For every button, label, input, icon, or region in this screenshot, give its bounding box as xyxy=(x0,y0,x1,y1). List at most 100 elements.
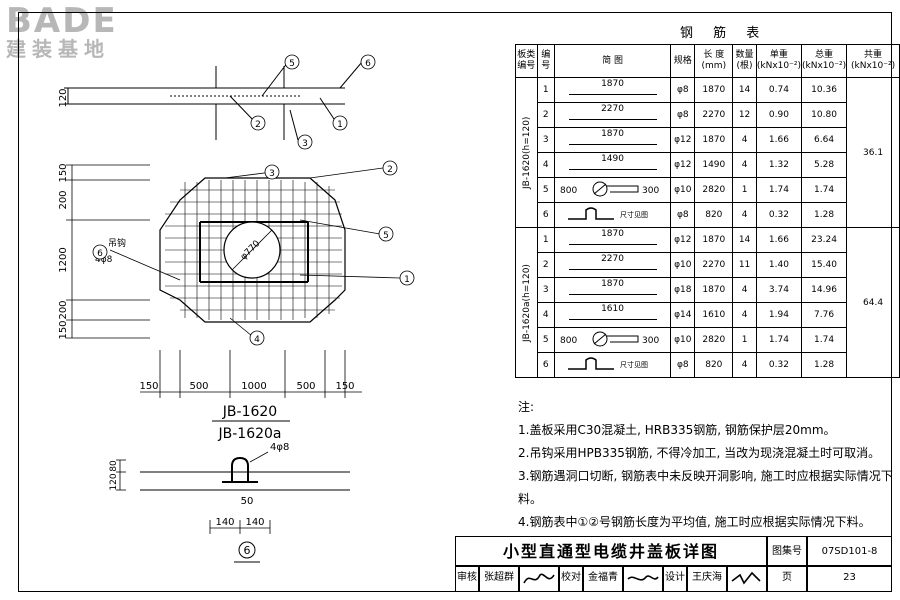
svg-text:5: 5 xyxy=(383,231,389,241)
hook-bar-sketch: 800 300 xyxy=(560,181,659,196)
designer-signature xyxy=(727,566,767,592)
page-number: 23 xyxy=(807,566,892,592)
svg-text:3: 3 xyxy=(302,139,308,149)
watermark-logo: BADE 建装基地 xyxy=(6,4,118,60)
group-sum-1: 36.1 xyxy=(846,77,900,228)
callout-1: 1 xyxy=(332,115,348,131)
logo-subtext: 建装基地 xyxy=(6,37,110,61)
svg-text:6: 6 xyxy=(365,59,371,69)
detail-dim-80: 80 xyxy=(109,460,119,472)
svg-text:尺寸见图: 尺寸见图 xyxy=(620,360,648,369)
left-dim-2: 200 xyxy=(58,190,69,209)
hook-label: 吊钩 xyxy=(108,237,126,249)
header-length: 长 度(mm) xyxy=(694,44,734,78)
notes-section: 注: 1.盖板采用C30混凝土, HRB335钢筋, 钢筋保护层20mm。 2.… xyxy=(518,396,900,534)
bottom-dimension-chain xyxy=(140,350,362,398)
callout-6: 6 xyxy=(360,54,376,70)
section-dim: 120 xyxy=(58,88,69,107)
svg-text:1: 1 xyxy=(337,120,343,130)
header-total-weight: 总重(kNx10⁻²) xyxy=(800,44,848,78)
atlas-label: 图集号 xyxy=(767,536,807,566)
header-count: 数量(根) xyxy=(732,44,757,78)
callout-plan-6: 6 xyxy=(92,244,108,260)
logo-text: BADE xyxy=(6,1,118,41)
drawing-title: 小型直通型电缆井盖板详图 xyxy=(455,536,767,566)
svg-text:300: 300 xyxy=(642,336,659,346)
section-view xyxy=(64,61,363,141)
hook-detail xyxy=(116,451,350,534)
svg-text:6: 6 xyxy=(244,544,251,557)
svg-text:800: 800 xyxy=(560,336,577,346)
header-sum-weight: 共重(kNx10⁻²) xyxy=(846,44,900,78)
header-sketch: 简 图 xyxy=(553,44,672,78)
header-no: 编号 xyxy=(536,44,555,78)
svg-text:800: 800 xyxy=(560,186,577,196)
note-item: 1.盖板采用C30混凝土, HRB335钢筋, 钢筋保护层20mm。 xyxy=(518,423,836,437)
designer-name: 王庆海 xyxy=(687,566,727,592)
atlas-number: 07SD101-8 xyxy=(807,536,892,566)
review-label: 审核 xyxy=(455,566,479,592)
notes-heading: 注: xyxy=(518,400,535,414)
svg-text:5: 5 xyxy=(289,59,295,69)
lifting-hook-sketch: 尺寸见图 xyxy=(567,356,648,370)
callout-plan-2: 2 xyxy=(382,160,398,176)
callout-plan-3: 3 xyxy=(264,164,280,180)
lifting-hook-sketch: 尺寸见图 xyxy=(567,206,648,220)
svg-text:1: 1 xyxy=(404,275,410,285)
detail-dim-50: 50 xyxy=(241,496,254,507)
detail-spec: 4φ8 xyxy=(270,442,289,453)
plan-name-1: JB-1620 xyxy=(222,404,277,420)
header-unit-weight: 单重(kNx10⁻²) xyxy=(755,44,802,78)
svg-text:3: 3 xyxy=(269,169,275,179)
left-dim-4: 200 xyxy=(58,300,69,319)
bottom-dim-5: 150 xyxy=(335,381,354,392)
callout-plan-5: 5 xyxy=(378,226,394,242)
detail-label: 6 xyxy=(234,541,260,563)
group-label-2: JB-1620a(h=120) xyxy=(515,227,538,378)
check-label: 校对 xyxy=(559,566,583,592)
note-item: 3.钢筋遇洞口切断, 钢筋表中未反映开洞影响, 施工时应根据实际情况下料。 xyxy=(518,469,893,506)
callout-plan-4: 4 xyxy=(249,330,265,346)
bottom-dim-1: 150 xyxy=(139,381,158,392)
left-dimension-chain xyxy=(66,164,150,339)
left-dim-3: 1200 xyxy=(58,247,69,272)
hook-bar-sketch: 800 300 xyxy=(560,331,659,346)
table-title: 钢 筋 表 xyxy=(680,26,768,41)
detail-dim-140a: 140 xyxy=(215,517,234,528)
callout-plan-1: 1 xyxy=(399,270,415,286)
plan-name-2: JB-1620a xyxy=(218,426,282,442)
title-block: 小型直通型电缆井盖板详图 图集号 07SD101-8 审核 张超群 校对 金福青… xyxy=(455,536,892,592)
reviewer-signature xyxy=(519,566,559,592)
svg-text:300: 300 xyxy=(642,186,659,196)
group-sum-2: 64.4 xyxy=(846,227,900,378)
callout-3: 3 xyxy=(297,134,313,150)
bottom-dim-4: 500 xyxy=(296,381,315,392)
svg-text:2: 2 xyxy=(387,165,393,175)
note-item: 4.钢筋表中①②号钢筋长度为平均值, 施工时应根据实际情况下料。 xyxy=(518,515,871,529)
checker-name: 金福青 xyxy=(583,566,623,592)
svg-text:2: 2 xyxy=(255,120,261,130)
table-header-row: 板类编号 编号 简 图 规格 长 度(mm) 数量(根) 单重(kNx10⁻²)… xyxy=(515,44,900,78)
plan-view xyxy=(109,167,401,337)
left-dim-5: 150 xyxy=(58,320,69,339)
header-spec: 规格 xyxy=(670,44,696,78)
svg-text:尺寸见图: 尺寸见图 xyxy=(620,210,648,219)
callout-5: 5 xyxy=(284,54,300,70)
rebar-table: 板类编号 编号 简 图 规格 长 度(mm) 数量(根) 单重(kNx10⁻²)… xyxy=(515,44,900,378)
plate-drawings: 120 xyxy=(58,54,415,563)
detail-dim-140b: 140 xyxy=(245,517,264,528)
design-label: 设计 xyxy=(663,566,687,592)
